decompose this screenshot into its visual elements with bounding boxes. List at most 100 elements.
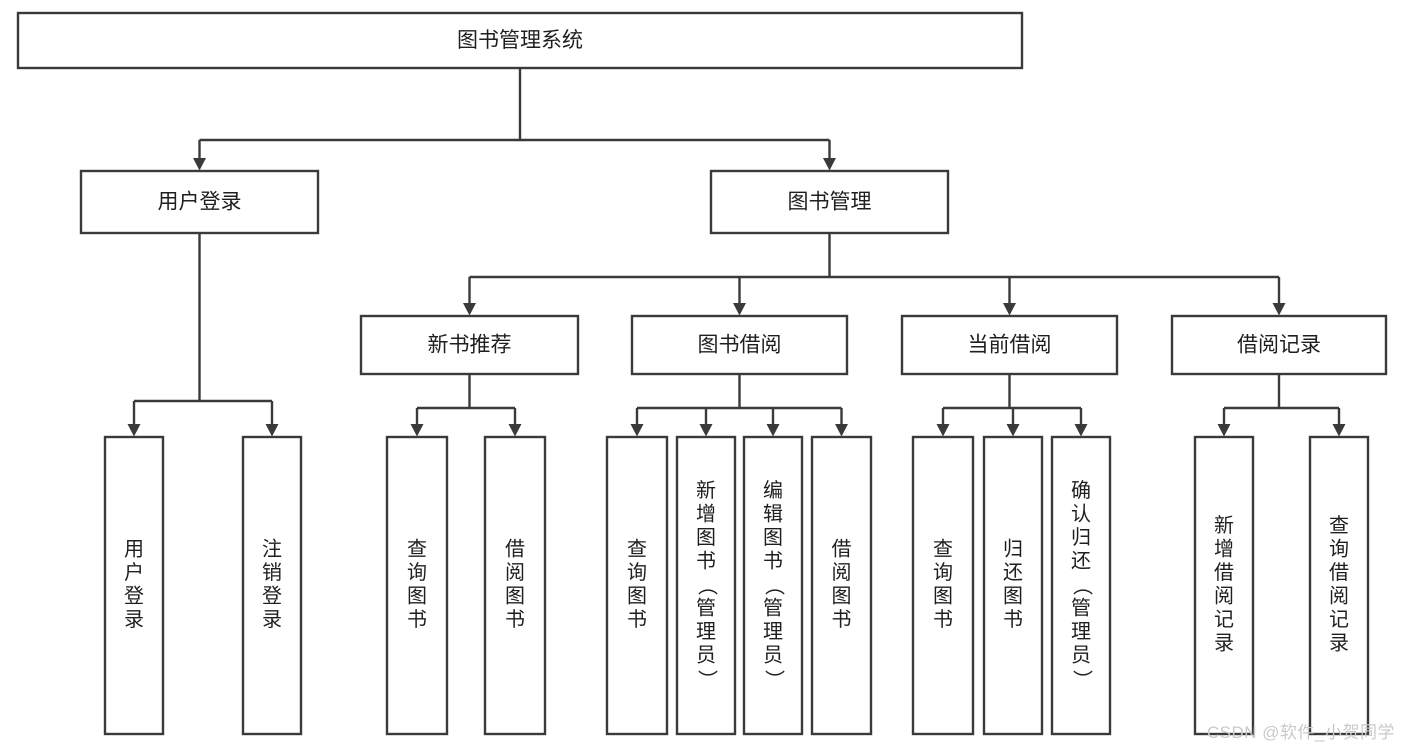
arrow-head-icon [1003,303,1016,316]
node-label-char: ） [763,670,786,690]
edges-layer [127,68,1346,437]
node-box[interactable] [982,435,1044,736]
node-label-char: （ [696,576,719,596]
node-label-char: 查 [407,538,427,561]
node-label-char: 记 [1214,608,1234,631]
node-label-char: 借 [1329,561,1349,584]
node-label-char: 书 [696,549,716,572]
arrow-head-icon [823,158,836,171]
edge-group-user-login [127,233,279,437]
node-label-char: 归 [1071,526,1091,549]
arrow-head-icon [835,424,848,437]
node-box[interactable] [79,169,320,235]
node-label-char: 书 [933,608,953,631]
node-label-char: 还 [1071,549,1091,572]
node-borrow-record[interactable]: 借阅记录 [1170,314,1388,376]
edge-group-borrow-record [1217,374,1346,437]
node-new-book-rec[interactable]: 新书推荐 [359,314,580,376]
node-box[interactable] [1050,435,1112,736]
node-label: 新书推荐 [428,334,512,357]
node-box[interactable] [605,435,669,736]
node-label-char: 图 [1003,586,1023,608]
edge-group-book-borrow [630,374,848,437]
node-root[interactable]: 图书管理系统 [16,11,1024,70]
node-label-char: 增 [1214,538,1234,561]
node-box[interactable] [900,314,1119,376]
node-label-char: 销 [262,561,282,584]
node-label-char: 辑 [763,502,783,525]
node-label-char: 登 [124,585,144,608]
node-label-char: （ [1071,576,1094,596]
node-label-char: 图 [505,586,525,608]
node-label-char: 询 [933,561,953,584]
node-label-char: 员 [1071,644,1091,666]
node-label-char: 认 [1071,502,1091,525]
node-label-char: 图 [763,527,783,549]
node-leaf-user-login[interactable]: 用户登录 [103,435,165,736]
node-label-char: 阅 [1329,585,1349,608]
node-label-char: 图 [627,586,647,608]
node-label-char: 书 [763,549,783,572]
node-label-char: 查 [1329,514,1349,537]
node-box[interactable] [359,314,580,376]
node-box[interactable] [1193,435,1255,736]
node-label-char: 录 [262,609,282,631]
arrow-head-icon [463,303,476,316]
node-label-char: 借 [832,538,852,561]
node-label-char: 书 [627,608,647,631]
edge-group-book-manage [463,233,1286,316]
arrow-head-icon [733,303,746,316]
node-label-char: 管 [1071,596,1091,619]
node-box[interactable] [385,435,449,736]
arrow-head-icon [410,424,424,437]
edge-group-current-borrow [936,374,1088,437]
node-box[interactable] [675,435,737,736]
node-label: 图书管理 [788,191,872,214]
node-box[interactable] [630,314,849,376]
node-box[interactable] [103,435,165,736]
node-book-borrow[interactable]: 图书借阅 [630,314,849,376]
node-current-borrow[interactable]: 当前借阅 [900,314,1119,376]
arrow-head-icon [1074,424,1088,437]
node-box[interactable] [810,435,873,736]
node-label-char: 注 [262,538,282,561]
node-label-char: 员 [763,644,783,666]
node-label-char: 员 [696,644,716,666]
arrow-head-icon [193,158,206,171]
node-box[interactable] [709,169,950,235]
node-label-char: 新 [696,479,716,502]
node-label-char: ） [696,670,719,690]
node-box[interactable] [742,435,804,736]
node-box[interactable] [16,11,1024,70]
node-box[interactable] [241,435,303,736]
node-label-char: 录 [1329,633,1349,655]
node-label-char: 书 [832,608,852,631]
arrow-head-icon [127,424,141,437]
arrow-head-icon [766,424,780,437]
node-label-char: 记 [1329,608,1349,631]
node-label-char: 询 [1329,538,1349,561]
node-box[interactable] [1308,435,1370,736]
node-user-login[interactable]: 用户登录 [79,169,320,235]
node-book-manage[interactable]: 图书管理 [709,169,950,235]
node-box[interactable] [1170,314,1388,376]
node-box[interactable] [911,435,975,736]
nodes-layer: 图书管理系统用户登录图书管理新书推荐图书借阅当前借阅借阅记录用户登录注销登录查询… [16,11,1388,736]
node-label-char: 查 [933,538,953,561]
node-label-char: 编 [763,479,783,502]
node-box[interactable] [483,435,547,736]
node-label-char: 确 [1071,479,1091,502]
